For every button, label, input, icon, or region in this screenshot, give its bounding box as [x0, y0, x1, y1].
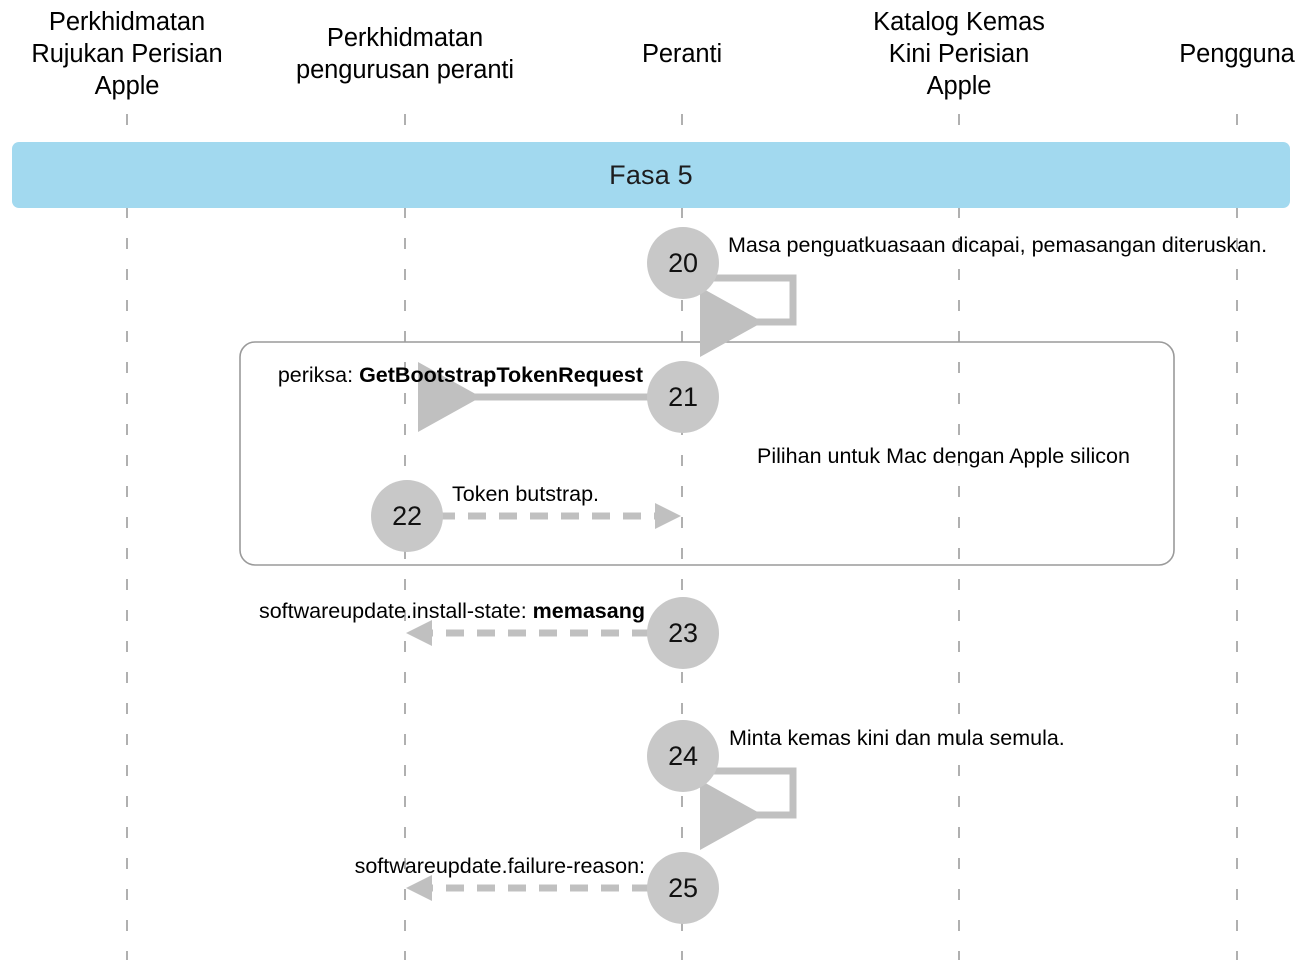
arrow-step-22 [437, 503, 681, 529]
arrow-step-25 [406, 875, 650, 901]
arrow-step-20 [690, 274, 797, 357]
lifelines-group [126, 114, 1238, 960]
arrow-step-23 [406, 620, 650, 646]
option-fragment-box [239, 341, 1175, 566]
arrow-step-24 [690, 767, 797, 850]
phase-banner-rect [12, 142, 1290, 208]
